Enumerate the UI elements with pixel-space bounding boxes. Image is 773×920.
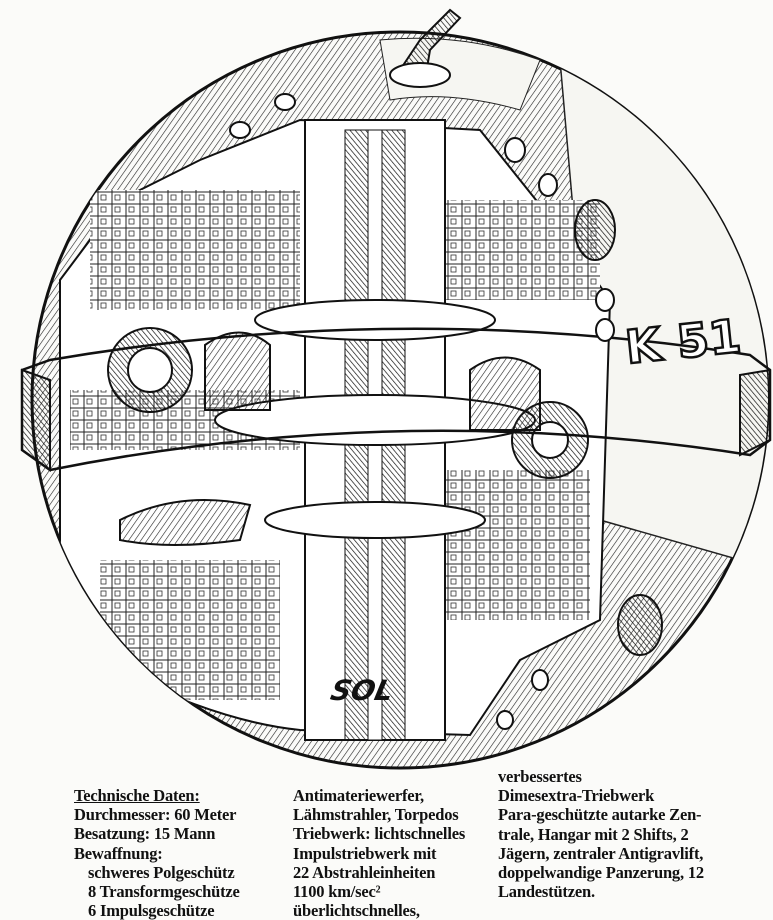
spec-line: Durchmesser: 60 Meter bbox=[74, 805, 237, 825]
spec-line: Impulstriebwerk mit bbox=[293, 843, 437, 863]
specs-column-1: Technische Daten: Durchmesser: 60 Meter … bbox=[74, 786, 240, 920]
specs-column-3: verbessertes Dimesextra-Triebwerk Para-g… bbox=[498, 767, 704, 901]
spaceship-cutaway-illustration: K 51 SOL bbox=[20, 8, 772, 770]
sol-logo: SOL bbox=[328, 674, 397, 707]
spec-line: trale, Hangar mit 2 Shifts, 2 bbox=[498, 824, 689, 844]
spec-line: 6 Impulsgeschütze bbox=[88, 901, 215, 920]
spec-line: Landestützen. bbox=[498, 882, 595, 902]
hull-marking: K 51 bbox=[623, 309, 744, 375]
specs-column-2: Antimateriewerfer, Lähmstrahler, Torpedo… bbox=[293, 786, 465, 920]
spec-line: doppelwandige Panzerung, 12 bbox=[498, 863, 704, 883]
spec-line: 22 Abstrahleinheiten bbox=[293, 862, 436, 882]
spec-line: Para-geschützte autarke Zen- bbox=[498, 805, 702, 825]
spec-line: Antimateriewerfer, bbox=[293, 786, 424, 805]
spec-line: überlichtschnelles, bbox=[293, 901, 420, 920]
spec-line: Dimesextra-Triebwerk bbox=[498, 786, 655, 806]
portholes bbox=[229, 93, 663, 730]
pole-gun bbox=[389, 8, 462, 88]
equatorial-ring bbox=[20, 327, 772, 472]
specs-heading: Technische Daten: bbox=[74, 786, 200, 805]
spec-line: 1100 km/sec² bbox=[293, 882, 381, 902]
cutaway-interior bbox=[59, 118, 612, 741]
spec-line: 8 Transformgeschütze bbox=[88, 882, 240, 902]
spec-line: schweres Polgeschütz bbox=[88, 862, 235, 882]
spec-line: verbessertes bbox=[498, 767, 582, 786]
spec-line: Jägern, zentraler Antigravlift, bbox=[498, 843, 704, 863]
spec-line: Lähmstrahler, Torpedos bbox=[293, 805, 459, 825]
spec-line: Triebwerk: lichtschnelles bbox=[293, 824, 466, 844]
spec-line: Besatzung: 15 Mann bbox=[74, 824, 216, 844]
spec-line: Bewaffnung: bbox=[74, 843, 163, 863]
